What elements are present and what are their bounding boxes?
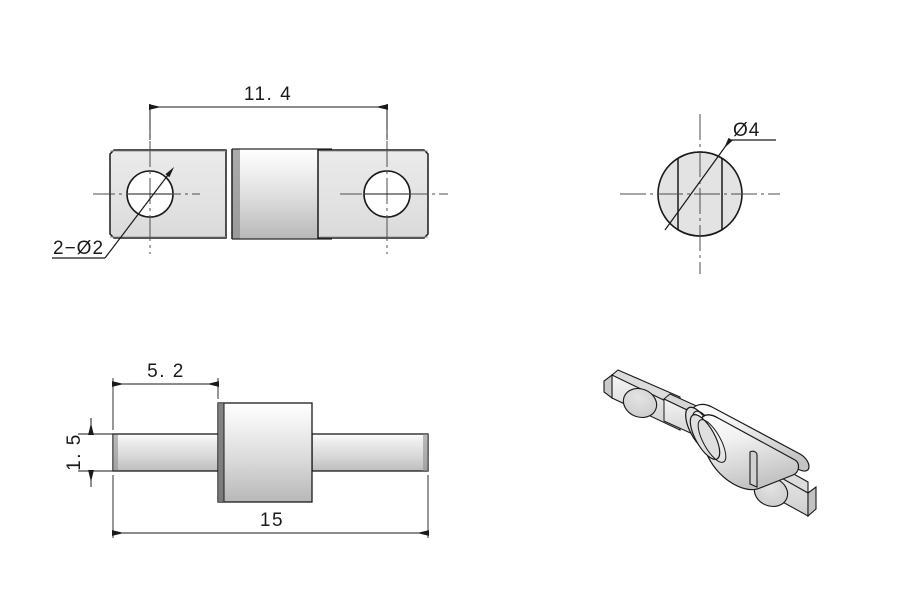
dimension-1-5: 1. 5 bbox=[64, 418, 118, 487]
dimension-11-4: 11. 4 bbox=[149, 84, 388, 140]
callout-phi4-label: Ø4 bbox=[733, 120, 760, 141]
side-view-boss-body bbox=[217, 402, 313, 503]
top-view-centerlines bbox=[93, 104, 448, 254]
side-view-left-arm-body bbox=[112, 433, 224, 472]
dimension-5-2: 5. 2 bbox=[112, 361, 219, 430]
isometric-view bbox=[603, 369, 817, 518]
top-view: 11. 4 2−Ø2 bbox=[52, 84, 448, 259]
callout-hole-diameter: 2−Ø2 bbox=[52, 167, 175, 259]
iso-cylinder-front-collar bbox=[689, 414, 721, 460]
top-view-shaft-fill bbox=[232, 149, 332, 239]
side-view: 5. 2 1. 5 15 bbox=[64, 361, 429, 538]
side-view-right-arm-endshade bbox=[423, 434, 428, 471]
end-view: Ø4 bbox=[620, 114, 780, 274]
callout-shaft-diameter: Ø4 bbox=[664, 120, 776, 231]
iso-cylinder-flat-face bbox=[749, 450, 758, 488]
side-view-boss-groove bbox=[218, 403, 224, 502]
iso-left-hole bbox=[622, 387, 658, 419]
side-view-center-boss bbox=[217, 402, 313, 503]
iso-right-tab-end bbox=[807, 485, 817, 518]
top-view-shaft-shadow-left bbox=[232, 149, 240, 239]
callout-2-phi2-label: 2−Ø2 bbox=[53, 238, 104, 259]
iso-cylinder-front-collar-line bbox=[697, 419, 727, 463]
dimension-11-4-label: 11. 4 bbox=[244, 84, 292, 105]
dimension-5-2-label: 5. 2 bbox=[147, 361, 185, 382]
callout-phi4-leader bbox=[664, 137, 733, 231]
iso-cylinder-front bbox=[689, 414, 800, 491]
dimension-1-5-label: 1. 5 bbox=[64, 433, 85, 471]
dimension-15: 15 bbox=[112, 475, 429, 538]
iso-left-tab bbox=[603, 369, 681, 431]
end-view-centerlines bbox=[620, 114, 780, 274]
dimension-15-label: 15 bbox=[260, 510, 284, 531]
callout-2-phi2-leader bbox=[104, 167, 175, 259]
side-view-left-arm bbox=[112, 433, 224, 472]
side-view-right-arm-body bbox=[311, 433, 429, 472]
side-view-right-arm bbox=[311, 433, 429, 472]
top-view-shaft-body bbox=[231, 148, 332, 240]
iso-left-tab-end bbox=[603, 373, 613, 400]
side-view-left-arm-endshade bbox=[113, 434, 118, 471]
